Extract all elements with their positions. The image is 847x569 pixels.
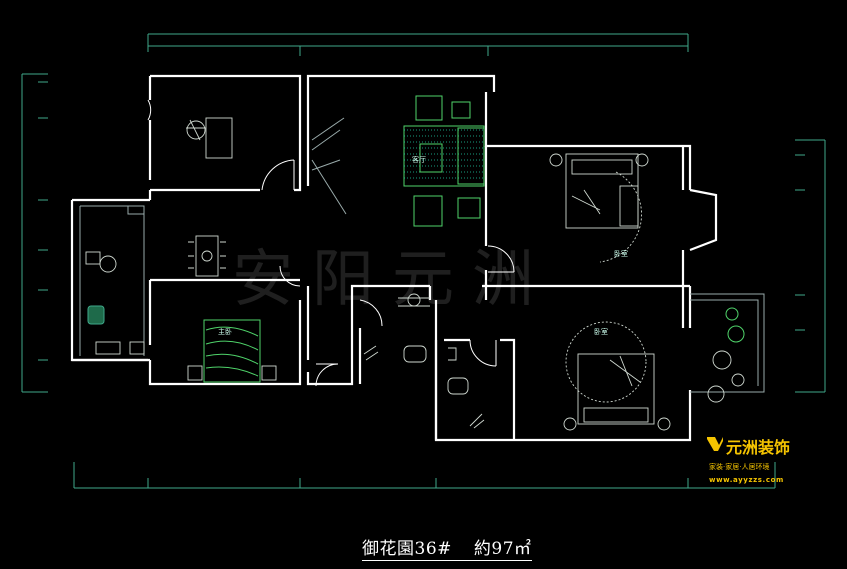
bedroom-right-top-label: 卧室 <box>614 249 628 258</box>
bedroom-left-label: 主卧 <box>218 327 232 336</box>
dimension-lines <box>21 33 826 489</box>
logo-name: 元洲装饰 <box>726 438 791 457</box>
living-furniture: 客厅 <box>403 95 485 227</box>
drawing-area: 約97㎡ <box>473 539 532 559</box>
drawing-caption: 御花園36# 約97㎡ <box>362 534 532 561</box>
company-logo: 元洲装饰 家装·家居·人居环境 www.ayyzzs.com <box>706 434 816 490</box>
logo-tagline: 家装·家居·人居环境 <box>709 463 770 471</box>
doors <box>147 99 515 387</box>
balcony-right-plants <box>707 307 745 403</box>
stair-lines <box>311 117 347 215</box>
study-furniture <box>186 117 233 159</box>
bedroom-right-bottom-label: 卧室 <box>594 327 608 336</box>
bedroom-right-bottom-furniture: 卧室 <box>563 321 671 431</box>
walls <box>70 74 718 442</box>
logo-mark-icon <box>707 437 723 451</box>
logo-url: www.ayyzzs.com <box>709 476 784 484</box>
watermark: 安阳元洲 <box>232 242 552 315</box>
balcony-left-fixtures <box>85 251 145 355</box>
bedroom-left-furniture: 主卧 <box>187 319 277 383</box>
living-label: 客厅 <box>412 155 426 164</box>
bedroom-right-top-furniture: 卧室 <box>549 153 649 263</box>
bathroom-fixtures <box>363 293 485 429</box>
balconies <box>79 205 765 393</box>
dining-furniture <box>188 235 226 277</box>
drawing-title: 御花園36# <box>362 539 452 559</box>
